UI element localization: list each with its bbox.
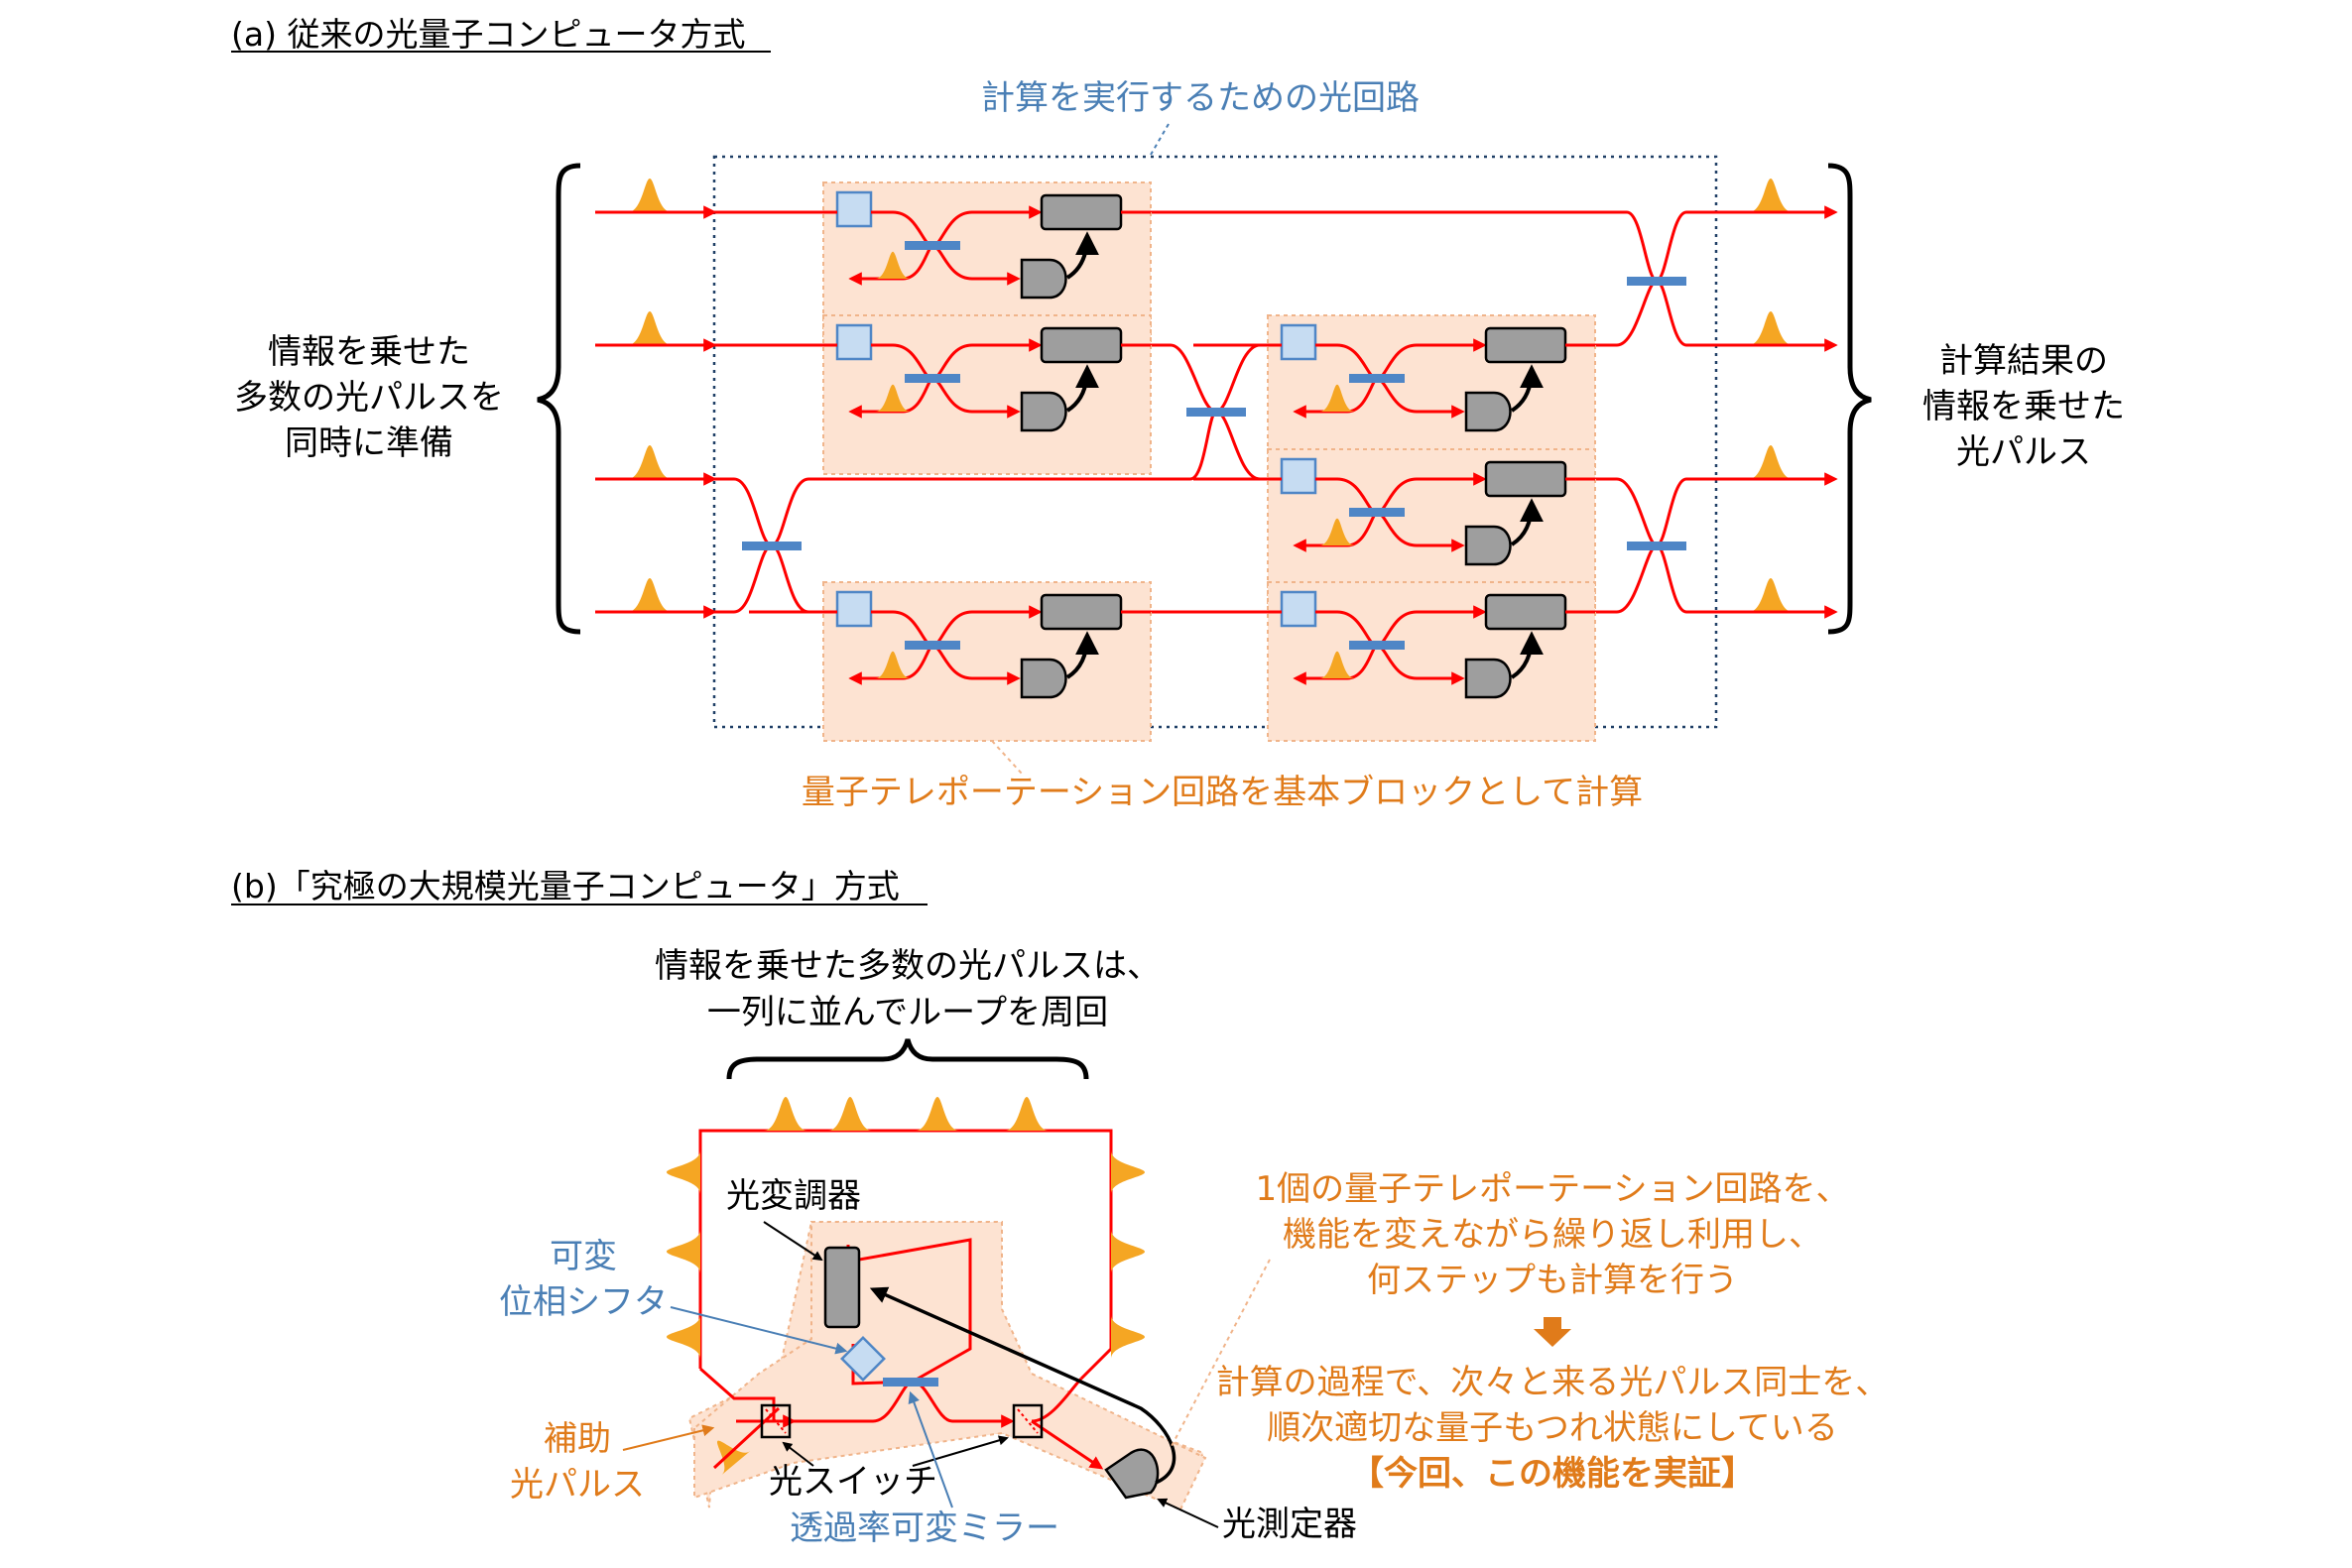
- phase-shifter-leader: [670, 1306, 848, 1355]
- svg-text:順次適切な量子もつれ状態にしている: 順次適切な量子もつれ状態にしている: [1267, 1408, 1838, 1448]
- svg-text:情報を乗せた多数の光パルスは、: 情報を乗せた多数の光パルスは、: [655, 946, 1161, 986]
- aux-pulse-path: [712, 1406, 781, 1470]
- block-label: 量子テレポーテーション回路を基本ブロックとして計算: [802, 773, 1643, 812]
- detector-leader: [1157, 1498, 1219, 1528]
- description-top: 1個の量子テレポーテーション回路を、 機能を変えながら繰り返し利用し、 何ステッ…: [1256, 1169, 1850, 1300]
- feedback-line: [869, 1286, 1176, 1485]
- section-a-title: (a) 従来の光量子コンピュータ方式: [231, 15, 745, 54]
- switch-leader: [912, 1435, 1009, 1467]
- top-brace: [726, 1038, 1089, 1080]
- svg-text:計算の過程で、次々と来る光パルス同士を、: 計算の過程で、次々と来る光パルス同士を、: [1216, 1363, 1890, 1402]
- phase-shifter-label: 可変 位相シフタ: [499, 1237, 668, 1322]
- teleportation-block: [749, 315, 1151, 474]
- svg-text:1個の量子テレポーテーション回路を、: 1個の量子テレポーテーション回路を、: [1256, 1169, 1850, 1209]
- right-brace: [1827, 163, 1872, 635]
- left-brace: [537, 163, 581, 635]
- shaded-band: [693, 1221, 1207, 1511]
- switch-leader: [782, 1441, 814, 1467]
- optical-circuit-box: [712, 155, 1718, 729]
- mirror-leader: [908, 1390, 953, 1508]
- svg-text:補助: 補助: [544, 1419, 611, 1459]
- svg-text:可変: 可変: [550, 1237, 617, 1276]
- input-pulses: [595, 179, 717, 619]
- aux-pulse-leader: [622, 1424, 715, 1451]
- mirror-label: 透過率可変ミラー: [790, 1508, 1059, 1548]
- svg-text:同時に準備: 同時に準備: [285, 423, 453, 463]
- svg-text:何ステップも計算を行う: 何ステップも計算を行う: [1367, 1261, 1738, 1300]
- switch-label: 光スイッチ: [769, 1462, 937, 1502]
- output-pulses: [1686, 179, 1838, 619]
- loop-pulses-label: 情報を乗せた多数の光パルスは、 一列に並んでループを周回: [655, 946, 1161, 1032]
- left-input-label: 情報を乗せた 多数の光パルスを 同時に準備: [234, 332, 504, 463]
- optical-detector: [1104, 1448, 1160, 1500]
- description-bottom: 計算の過程で、次々と来る光パルス同士を、 順次適切な量子もつれ状態にしている: [1216, 1363, 1890, 1448]
- svg-text:一列に並んでループを周回: 一列に並んでループを周回: [707, 993, 1108, 1032]
- aux-pulse-label: 補助 光パルス: [510, 1419, 645, 1505]
- circuit-label-leader: [1150, 123, 1170, 156]
- modulator-label: 光変調器: [726, 1176, 861, 1216]
- svg-text:光パルス: 光パルス: [1956, 432, 2091, 472]
- modulator-leader: [763, 1221, 823, 1262]
- teleportation-block: [749, 582, 1151, 741]
- variable-mirror: [883, 1378, 938, 1387]
- teleportation-block: [1193, 582, 1595, 741]
- beam-splitters: [742, 277, 1686, 550]
- svg-text:機能を変えながら繰り返し利用し、: 機能を変えながら繰り返し利用し、: [1283, 1215, 1822, 1255]
- optical-loop: [698, 1129, 1113, 1470]
- svg-text:計算結果の: 計算結果の: [1939, 341, 2108, 381]
- optical-modulator: [823, 1246, 861, 1329]
- detector-label: 光測定器: [1222, 1505, 1357, 1544]
- svg-text:情報を乗せた: 情報を乗せた: [268, 332, 470, 372]
- optical-switch: [1012, 1403, 1044, 1439]
- circuit-label: 計算を実行するための光回路: [981, 78, 1420, 118]
- right-output-label: 計算結果の 情報を乗せた 光パルス: [1922, 341, 2125, 472]
- block-label-leader: [991, 740, 1023, 775]
- svg-text:光パルス: 光パルス: [510, 1465, 645, 1505]
- down-arrow-icon: [1534, 1317, 1571, 1347]
- svg-text:情報を乗せた: 情報を乗せた: [1922, 387, 2125, 426]
- svg-text:位相シフタ: 位相シフタ: [499, 1282, 668, 1322]
- desc-leader: [1170, 1259, 1271, 1449]
- phase-shifter: [840, 1336, 886, 1382]
- optical-switch: [760, 1403, 792, 1439]
- section-b-title: (b)「究極の大規模光量子コンピュータ」方式: [231, 867, 900, 905]
- svg-text:多数の光パルスを: 多数の光パルスを: [234, 378, 504, 418]
- description-highlight: 【今回、この機能を実証】: [1350, 1454, 1755, 1494]
